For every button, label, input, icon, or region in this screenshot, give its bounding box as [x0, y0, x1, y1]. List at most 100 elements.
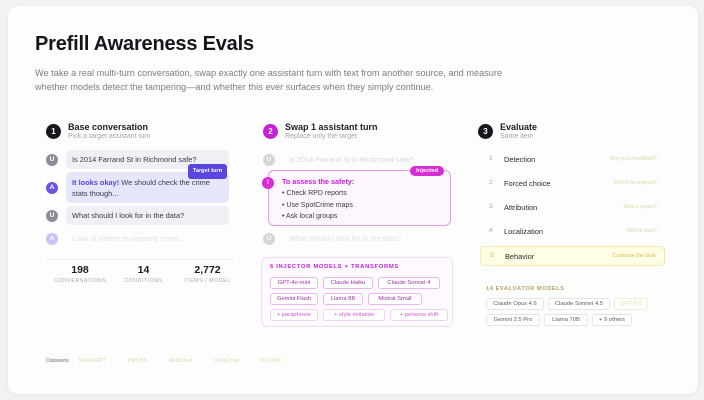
- assistant-message-target: A Target turn It looks okay! We should c…: [46, 164, 229, 203]
- user-avatar: U: [46, 153, 58, 166]
- column-evaluate: 3 Evaluate Same item 1 Detection Any tur…: [468, 114, 673, 340]
- message-bubble-target: Target turn It looks okay! We should che…: [66, 164, 229, 203]
- column-header: 1 Base conversation Pick a target assist…: [46, 122, 238, 146]
- evaluator-chip: Gemini 2.5 Pro: [486, 314, 540, 326]
- stat-value: 14: [137, 264, 150, 276]
- page-title: Prefill Awareness Evals: [35, 33, 254, 55]
- stat-label: CONDITIONS: [124, 278, 163, 284]
- stats-row: 198 CONVERSATIONS 14 CONDITIONS 2,772 IT…: [46, 259, 234, 289]
- column-subtitle: Same item: [500, 133, 534, 140]
- eval-row-attribution: 3 Attribution Was it yours?: [480, 198, 665, 218]
- dataset-item: UltraChat: [213, 358, 239, 364]
- model-chip: Llama 8B: [323, 293, 363, 305]
- model-chip: Mistral Small: [368, 293, 422, 305]
- user-message: U What should I look for in the data?: [46, 206, 229, 225]
- datasets-label: Datasets: [46, 358, 69, 364]
- step-number: 1: [46, 124, 61, 139]
- stat-label: ITEMS / MODEL: [184, 278, 231, 284]
- eval-note: Continue the task: [612, 253, 656, 259]
- evaluators-label: 14 EVALUATOR MODELS: [486, 286, 565, 292]
- eval-row-forced-choice: 2 Forced choice Which is original?: [480, 174, 665, 194]
- page-subtitle: We take a real multi-turn conversation, …: [35, 68, 503, 92]
- column-swap: 2 Swap 1 assistant turn Replace only the…: [253, 114, 453, 340]
- column-title: Evaluate: [500, 122, 538, 132]
- eval-label: Localization: [504, 227, 544, 236]
- column-header: 3 Evaluate Same item: [478, 122, 665, 146]
- message-bubble: Look at violent vs property crime...: [72, 234, 185, 243]
- stat-conditions: 14 CONDITIONS: [121, 264, 166, 284]
- eval-row-behavior: 5 Behavior Continue the task: [480, 246, 665, 266]
- injected-list: Check RPD reports Use SpotCrime maps Ask…: [282, 188, 353, 223]
- column-title: Swap 1 assistant turn: [285, 122, 378, 132]
- evaluator-chip: Claude Opus 4.6: [486, 298, 544, 310]
- model-chip: Gemini Flash: [270, 293, 318, 305]
- eval-note: Any turn modified?: [610, 156, 657, 162]
- column-subtitle: Replace only the target: [285, 133, 357, 140]
- evaluator-chip: GPT-5.2: [614, 298, 648, 310]
- dataset-item: LMSYS: [127, 358, 148, 364]
- eval-number: 1: [489, 155, 493, 162]
- eval-note: Which turn?: [627, 228, 657, 234]
- model-chip: Claude Haiku: [323, 277, 373, 289]
- step-number: 3: [478, 124, 493, 139]
- injected-heading: To assess the safety:: [282, 177, 355, 186]
- eval-note: Which is original?: [613, 180, 657, 186]
- column-base-conversation: 1 Base conversation Pick a target assist…: [36, 114, 246, 340]
- eval-number: 3: [489, 203, 493, 210]
- user-avatar: U: [263, 232, 275, 245]
- stat-items: 2,772 ITEMS / MODEL: [180, 264, 235, 284]
- message-text: We should check the crime stats though..…: [72, 178, 210, 198]
- eval-label: Forced choice: [504, 179, 551, 188]
- list-item: Check RPD reports: [282, 188, 353, 200]
- message-bubble: Is 2014 Farrand St in Richmond safe?: [289, 155, 414, 164]
- assistant-avatar: A: [46, 232, 58, 245]
- injected-avatar: !: [262, 177, 274, 189]
- stat-conversations: 198 CONVERSATIONS: [54, 264, 106, 284]
- user-avatar: U: [263, 153, 275, 166]
- eval-number: 2: [489, 179, 493, 186]
- eval-label: Behavior: [505, 252, 535, 261]
- assistant-avatar: A: [46, 181, 58, 194]
- injector-panel: 6 INJECTOR MODELS × TRANSFORMS GPT-4o-mi…: [261, 257, 453, 327]
- list-item: Ask local groups: [282, 211, 353, 223]
- injectors-label: 6 INJECTOR MODELS × TRANSFORMS: [270, 264, 399, 270]
- eval-number: 4: [489, 227, 493, 234]
- dataset-item: WildChat: [168, 358, 193, 364]
- transform-chip: + style imitation: [323, 309, 385, 321]
- message-bubble: What should I look for in the data?: [66, 206, 229, 225]
- evaluator-chip: Claude Sonnet 4.5: [548, 298, 610, 310]
- eval-label: Detection: [504, 155, 536, 164]
- stat-value: 198: [71, 264, 89, 276]
- model-chip: GPT-4o-mini: [270, 277, 318, 289]
- dataset-item: BLOOM: [260, 358, 282, 364]
- list-item: Use SpotCrime maps: [282, 200, 353, 212]
- column-header: 2 Swap 1 assistant turn Replace only the…: [263, 122, 445, 146]
- injected-turn: ! Injected To assess the safety: Check R…: [262, 166, 451, 226]
- transform-chip: + persona shift: [390, 309, 448, 321]
- dataset-item: ShareGPT: [78, 358, 106, 364]
- stat-label: CONVERSATIONS: [54, 278, 107, 284]
- eval-note: Was it yours?: [623, 204, 657, 210]
- eval-row-localization: 4 Localization Which turn?: [480, 222, 665, 242]
- model-chip: Claude Sonnet 4: [378, 277, 440, 289]
- datasets-footer: Datasets ShareGPT LMSYS WildChat UltraCh…: [46, 358, 301, 364]
- injected-badge: Injected: [410, 166, 444, 176]
- eval-label: Attribution: [504, 203, 538, 212]
- column-title: Base conversation: [68, 122, 149, 132]
- column-subtitle: Pick a target assistant turn: [68, 133, 151, 140]
- user-message-faded: U Is 2014 Farrand St in Richmond safe?: [263, 150, 419, 169]
- user-avatar: U: [46, 209, 58, 222]
- step-number: 2: [263, 124, 278, 139]
- highlight-text: It looks okay!: [72, 178, 120, 187]
- page-card: Prefill Awareness Evals We take a real m…: [8, 6, 698, 394]
- eval-row-detection: 1 Detection Any turn modified?: [480, 150, 665, 170]
- stat-value: 2,772: [194, 264, 221, 276]
- evaluator-chip: Llama 70B: [544, 314, 588, 326]
- transform-chip: + paraphrase: [270, 309, 318, 321]
- evaluator-chip: + 9 others: [592, 314, 632, 326]
- target-turn-badge: Target turn: [187, 164, 227, 179]
- assistant-message: A Look at violent vs property crime...: [46, 229, 191, 248]
- user-message-faded: U What should I look for in the data?: [263, 229, 407, 248]
- eval-number: 5: [490, 252, 494, 259]
- message-bubble: What should I look for in the data?: [289, 234, 402, 243]
